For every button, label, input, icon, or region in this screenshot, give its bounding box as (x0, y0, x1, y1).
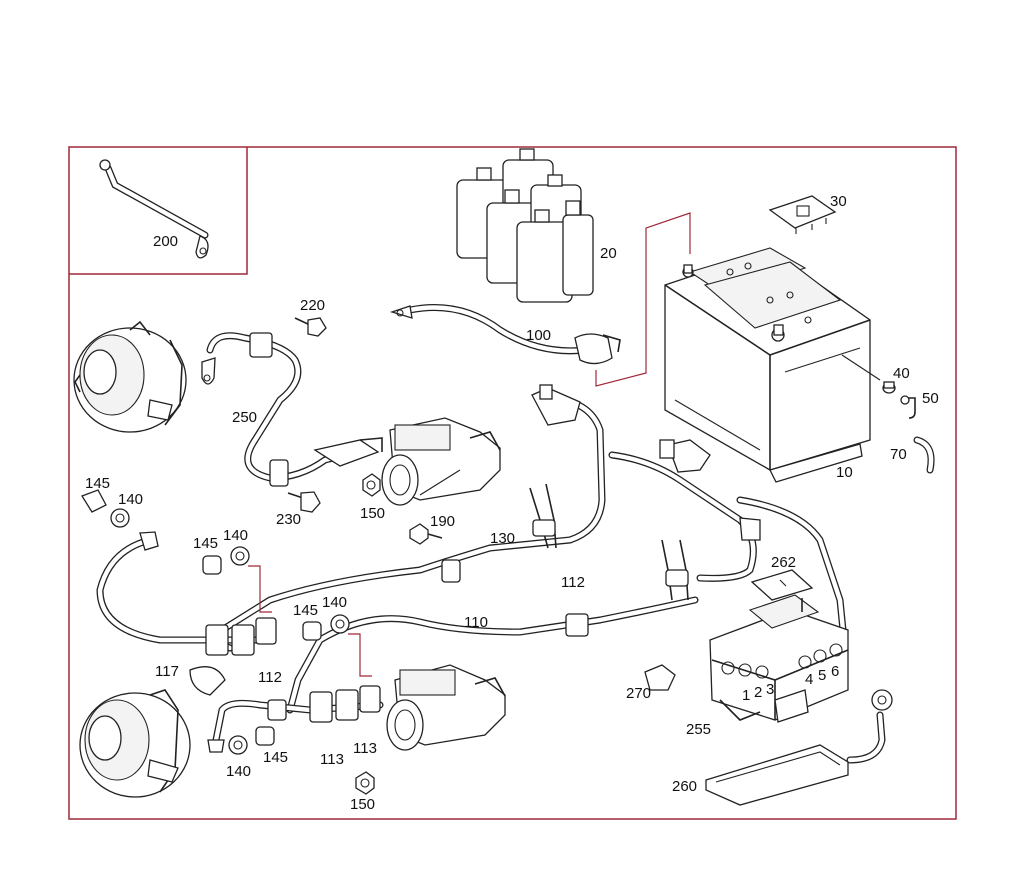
callout-112b: 112 (258, 669, 282, 686)
electrolyte-bottles-20 (456, 148, 594, 303)
vent-plug-40 (882, 381, 896, 394)
cable-lower-left (96, 531, 277, 656)
callout-113b: 113 (353, 740, 377, 757)
callout-230: 230 (276, 511, 301, 528)
callout-250: 250 (232, 409, 257, 426)
leader-100-battery (595, 212, 691, 387)
nut-150b (355, 771, 375, 795)
cap-145a (81, 489, 107, 513)
bolt-220 (294, 317, 327, 337)
callout-100: 100 (526, 327, 551, 344)
connector-270 (644, 664, 676, 691)
leader-140c (348, 633, 372, 677)
cover-260 (705, 744, 849, 806)
callout-130: 130 (490, 530, 515, 547)
alternator-lower (79, 689, 191, 798)
hose-70 (913, 436, 935, 474)
diagram-frame (68, 146, 957, 820)
callout-255: 255 (686, 721, 711, 738)
inset-frame (69, 147, 248, 275)
callout-145d: 145 (263, 749, 288, 766)
callout-140a: 140 (118, 491, 143, 508)
callout-150b: 150 (350, 796, 375, 813)
fuse-num-2: 2 (754, 684, 762, 701)
callout-150a: 150 (360, 505, 385, 522)
leader-40 (841, 354, 881, 381)
callout-70: 70 (890, 446, 907, 463)
callout-270: 270 (626, 685, 651, 702)
nut-150a (362, 473, 381, 497)
callout-145b: 145 (193, 535, 218, 552)
fuse-num-4: 4 (805, 671, 813, 688)
cable-250 (201, 332, 383, 487)
callout-260: 260 (672, 778, 697, 795)
washer-140a (110, 508, 130, 528)
starter-upper (381, 417, 501, 506)
callout-140d: 140 (226, 763, 251, 780)
washer-140b (230, 546, 250, 566)
cap-145b (202, 555, 222, 575)
battery (664, 247, 871, 483)
callout-145a: 145 (85, 475, 110, 492)
callout-30: 30 (830, 193, 847, 210)
callout-50: 50 (922, 390, 939, 407)
callout-145c: 145 (293, 602, 318, 619)
callout-140b: 140 (223, 527, 248, 544)
washer-140c (330, 614, 350, 634)
callout-112a: 112 (561, 574, 585, 591)
alternator-upper (73, 320, 187, 433)
callout-200: 200 (153, 233, 178, 250)
fuse-numbers: 1 2 3 4 5 6 (742, 663, 839, 704)
callout-113a: 113 (320, 751, 344, 768)
fuse-num-3: 3 (766, 681, 774, 698)
fuse-num-1: 1 (742, 687, 750, 704)
leader-140b (248, 565, 272, 613)
callout-labels: 200 220 250 230 145 140 145 140 150 190 … (85, 193, 939, 813)
bolt-230 (287, 491, 321, 513)
callout-20: 20 (600, 245, 617, 262)
callout-190: 190 (430, 513, 455, 530)
fuse-num-5: 5 (818, 667, 826, 684)
battery-cable-100 (389, 304, 621, 365)
cap-145d (255, 726, 275, 746)
callout-110: 110 (464, 614, 488, 631)
cap-145c (302, 621, 322, 641)
ground-lead (846, 689, 893, 764)
fuse-box-255 (709, 594, 849, 723)
callout-10: 10 (836, 464, 853, 481)
washer-140d (228, 735, 248, 755)
fuse-num-6: 6 (831, 663, 839, 680)
callout-262: 262 (771, 554, 796, 571)
cover-30 (768, 195, 837, 234)
callout-40: 40 (893, 365, 910, 382)
starter-lower (386, 664, 506, 751)
callout-220: 220 (300, 297, 325, 314)
cable-lower-short (207, 685, 384, 753)
cable-positive-feed (608, 439, 849, 654)
cable-110 (286, 539, 699, 714)
ground-strap-200 (99, 159, 209, 259)
elbow-50 (900, 395, 916, 419)
callout-140c: 140 (322, 594, 347, 611)
clip-117 (189, 666, 226, 696)
bolt-190 (409, 523, 443, 545)
plate-262 (750, 569, 814, 612)
callout-117: 117 (155, 663, 179, 680)
